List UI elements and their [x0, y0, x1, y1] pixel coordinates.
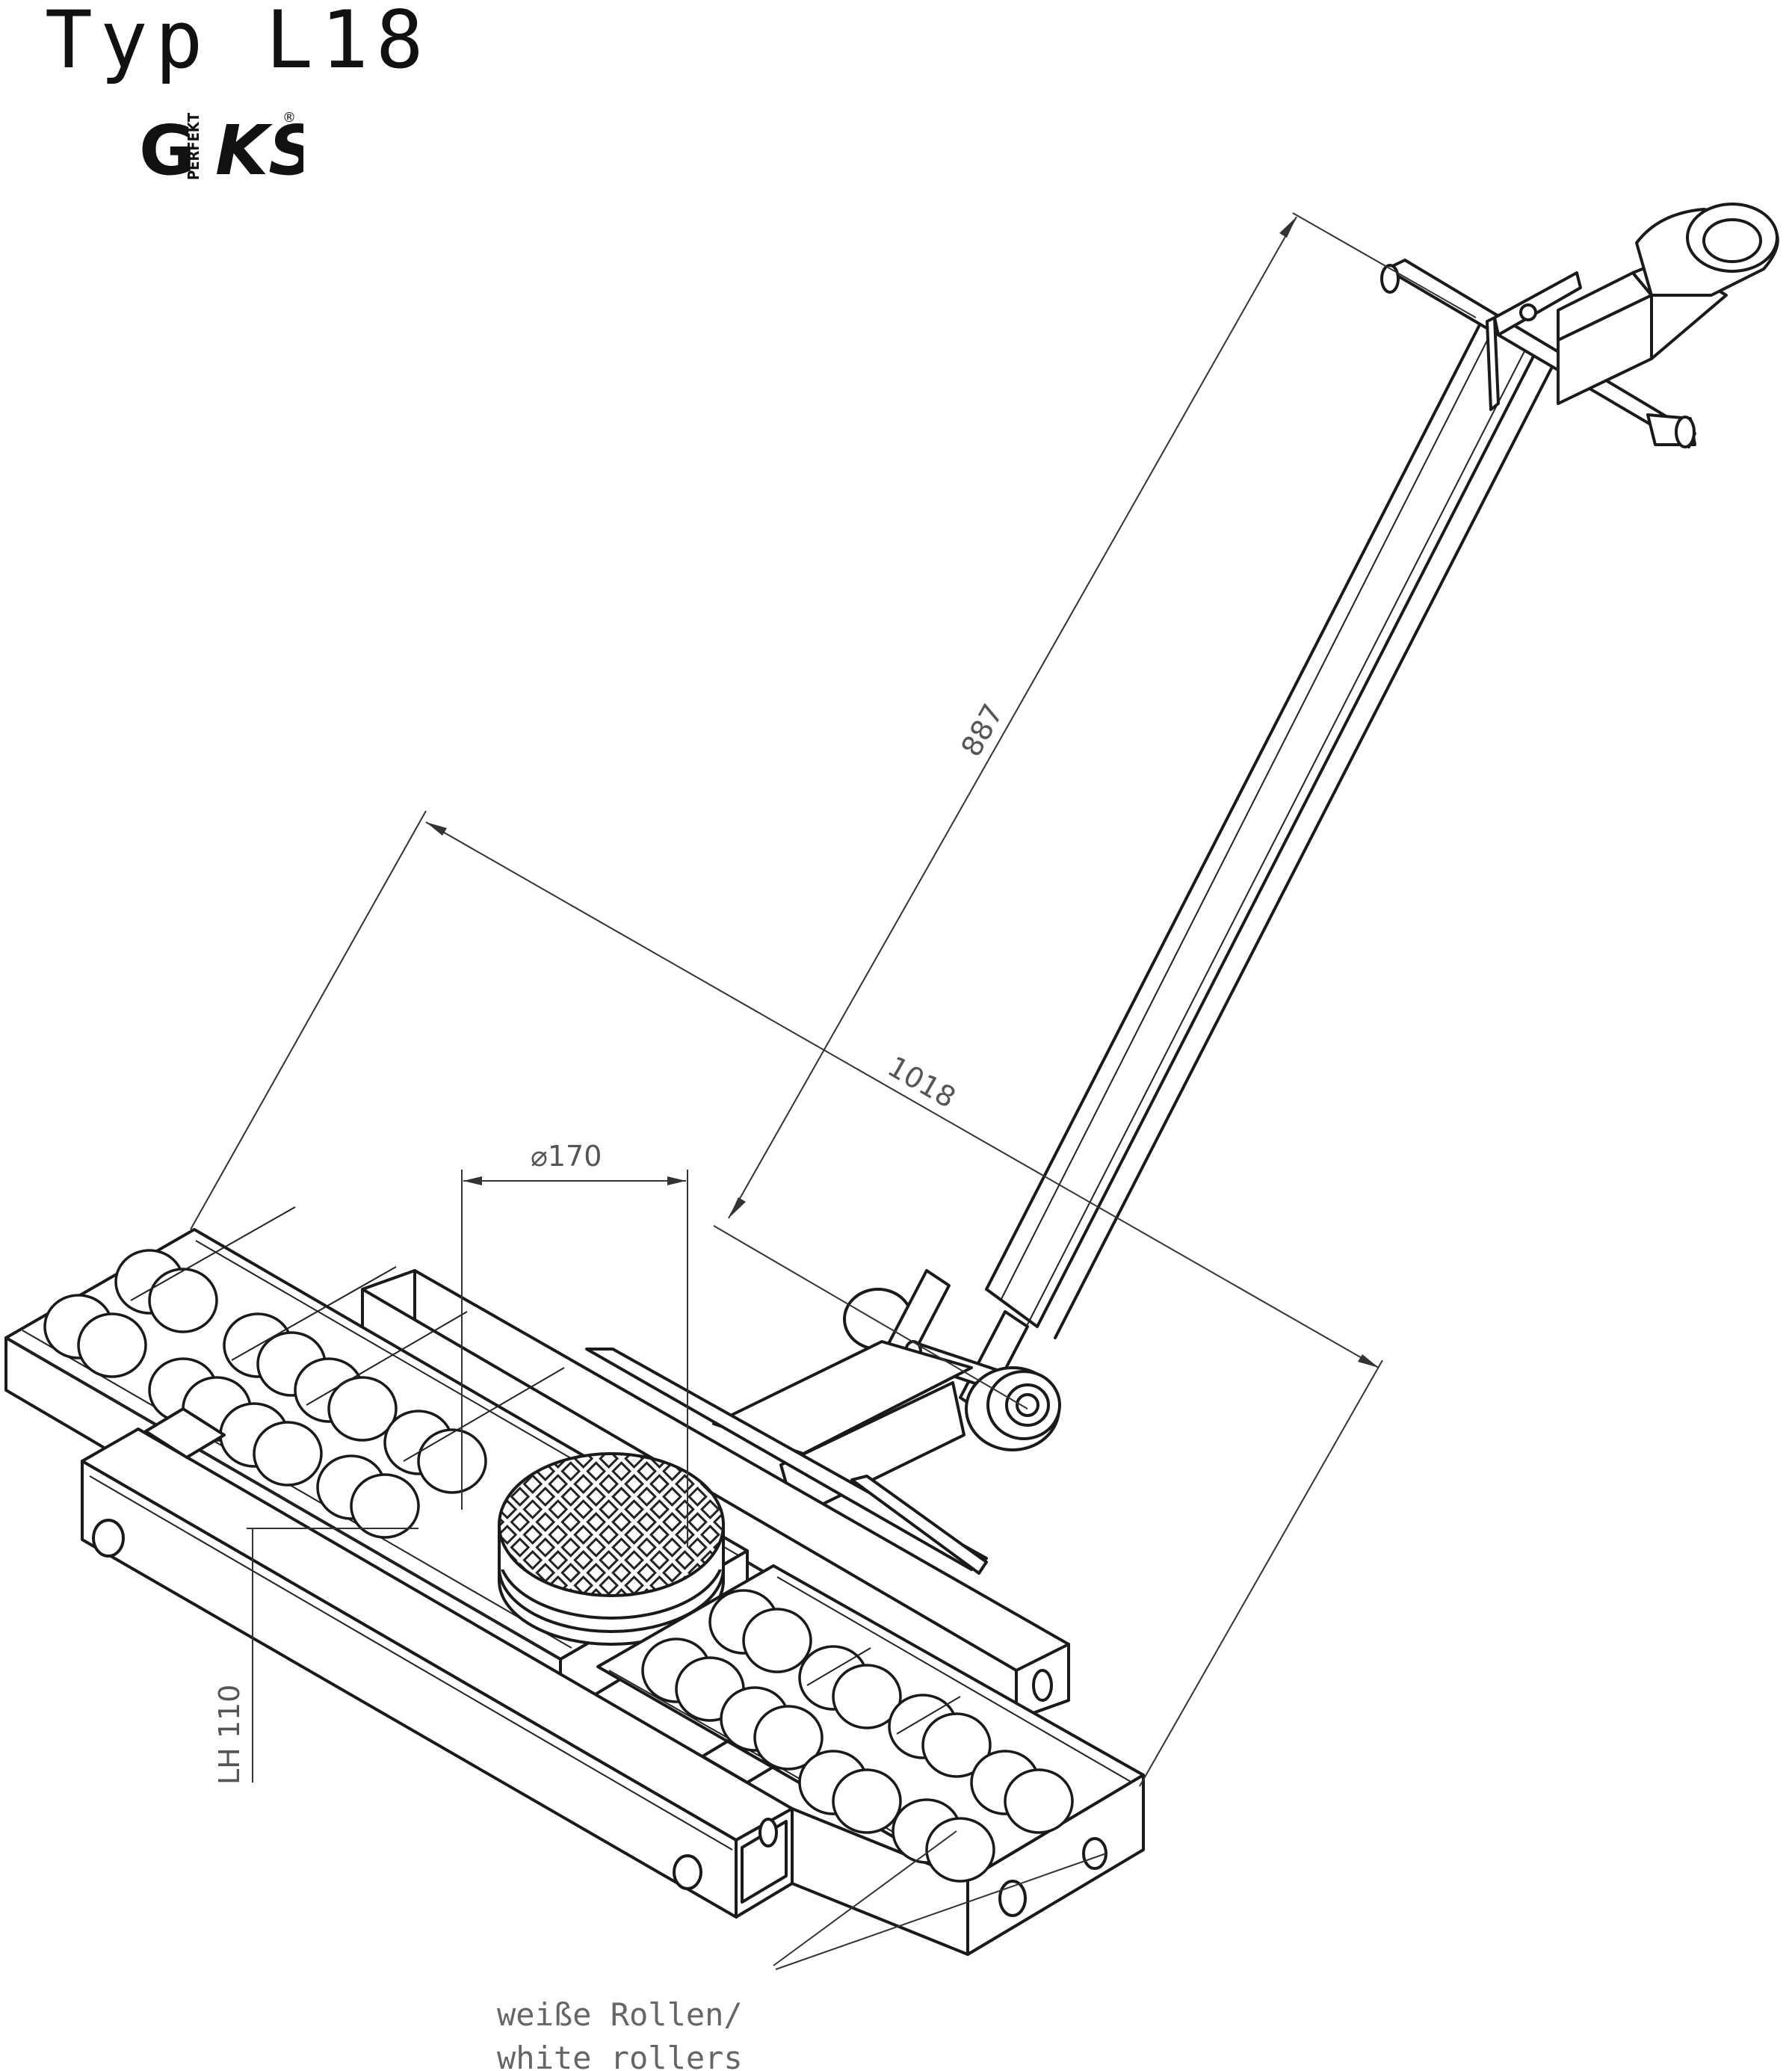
product-title: Typ L18 [45, 0, 431, 86]
right-cage-rollers [641, 1589, 1074, 1883]
load-plate [498, 1452, 725, 1646]
drawbar-handle [985, 309, 1556, 1339]
dimension-887: 887 [713, 212, 1477, 1410]
left-side-beam [81, 1407, 794, 1919]
logo-registered-mark: ® [282, 110, 296, 126]
right-roller-cage [596, 1564, 1145, 1956]
handle-top-assembly [1380, 203, 1779, 448]
dimension-diameter-170: ⌀170 [461, 1140, 688, 1547]
note-line-1: weiße Rollen/ [497, 1996, 743, 2033]
logo-sub: PERFEKT [185, 112, 203, 180]
dim-1018-label: 1018 [883, 1050, 962, 1114]
white-rollers-leader [773, 1830, 957, 1966]
logo-letters-ks: KS [215, 111, 303, 182]
note-line-2: white rollers [497, 2040, 743, 2071]
white-rollers-leader-2 [775, 1853, 1107, 1970]
dimension-lh-110: LH 110 [213, 1528, 418, 1785]
logo-letter-g: G [139, 111, 196, 182]
gks-logo: G PERFEKT KS ® [139, 110, 303, 182]
dim-lh-label: LH 110 [213, 1685, 246, 1785]
dim-887-label: 887 [954, 699, 1010, 762]
dim-170-label: ⌀170 [531, 1140, 602, 1173]
left-cage-rollers [43, 1249, 487, 1539]
